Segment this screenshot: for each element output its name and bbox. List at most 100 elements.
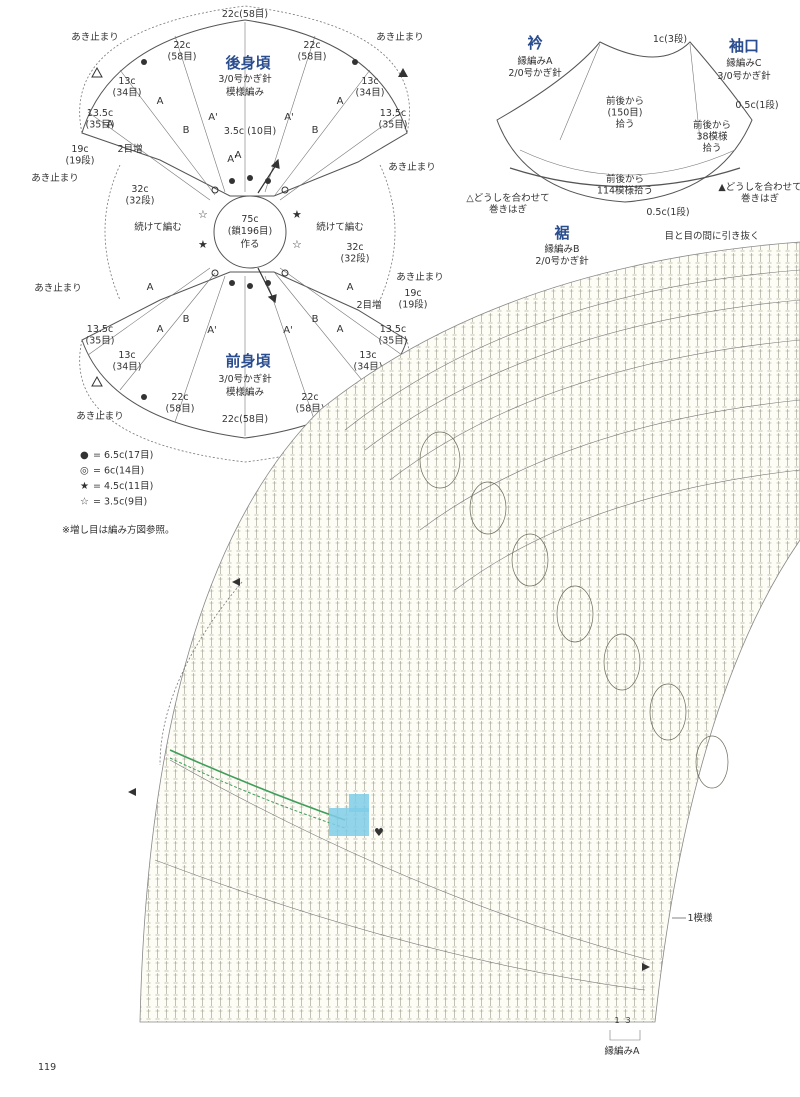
cuff-hook: 3/0号かぎ針 [717,70,771,82]
front-arc-bottom: 22c(58目) [222,414,268,425]
collar-title: 衿 [527,34,542,52]
front-hook: 3/0号かぎ針 [218,373,272,385]
legend-symbol-icon: ● [80,450,89,461]
back-panel-lines [87,22,403,201]
svg-text:A': A' [283,325,293,336]
increase-note: ※増し目は編み方図参照。 [62,524,174,536]
join-right: ▲どうしを合わせて巻きはぎ [718,181,800,205]
front-stitch: 模様編み [226,386,264,398]
legend-text: = 6.5c(17目) [93,450,153,461]
back-seg-13-left: 13c(34目) [112,76,141,99]
svg-text:B: B [183,125,190,136]
front-stop-left: あき止まり [34,282,82,294]
stitch-chart: ♥ 目と目の間に引き抜く 1模様 1 3 縁編みA [128,230,800,1057]
collar-half-1: 0.5c(1段) [735,99,778,111]
front-seg-22-right: 22c(58目) [295,392,324,415]
back-stop-tl: あき止まり [71,31,119,43]
one-repeat-label: 1模様 [687,912,713,924]
back-seg-22-left: 22c(58目) [167,40,196,63]
back-panel-shape [81,19,408,197]
star-filled-right: ★ [292,208,302,221]
star-filled-left: ★ [198,238,208,251]
front-panel-lines [87,267,403,436]
back-stop-tr: あき止まり [376,31,424,43]
back-center-35: 3.5c (10目) [224,126,276,137]
highlight-block-top [349,794,369,812]
pattern-region-letters: A A B A' A' B A A A' A A B A' A' B A A [107,96,354,336]
collar-150: 前後から(150目)拾う [606,95,644,130]
front-title: 前身頃 [225,352,271,370]
collar-hook: 2/0号かぎ針 [508,67,562,79]
hem-hook: 2/0号かぎ針 [535,255,589,267]
collar-edge: 縁編みA [518,55,554,67]
center-line1: 75c [241,214,258,225]
front-seg-135-left: 13.5c(35目) [85,324,114,347]
back-arc-top: 22c(58目) [222,9,268,20]
collar-half-2: 0.5c(1段) [646,206,689,218]
star-open-left: ☆ [198,208,208,221]
collar-panel [496,41,753,203]
svg-text:A: A [107,119,114,130]
hem-title: 裾 [554,224,569,242]
front-continue: 続けて編む [316,221,364,233]
chart-rows [154,269,800,991]
svg-text:A: A [337,96,344,107]
back-stop-left: あき止まり [31,172,79,184]
pull-note: 目と目の間に引き抜く [664,230,759,242]
cuff-title: 袖口 [729,37,759,55]
center-line3: 作る [240,238,259,250]
heart-mark: ♥ [374,826,384,839]
neck-opening [213,195,287,269]
svg-text:A: A [337,324,344,335]
svg-text:B: B [312,314,319,325]
chart-fan [139,241,800,1023]
svg-text:A: A [235,150,242,161]
back-hook: 3/0号かぎ針 [218,73,272,85]
pineapple-motifs [419,431,729,789]
legend-text: = 3.5c(9目) [93,497,147,508]
count-3: 3 [625,1016,630,1025]
page-number: 119 [38,1062,56,1073]
legend: ●= 6.5c(17目)◎= 6c(14目)★= 4.5c(11目)☆= 3.5… [80,450,153,508]
svg-text:A': A' [284,112,294,123]
legend-symbol-icon: ☆ [80,497,89,508]
svg-text:A: A [147,282,154,293]
front-panel-shape [81,271,408,439]
back-stitch: 模様編み [226,86,264,98]
svg-text:A: A [347,282,354,293]
back-seg-22-right: 22c(58目) [297,40,326,63]
svg-text:A': A' [208,112,218,123]
front-seg-22-left: 22c(58目) [165,392,194,415]
back-seg-19: 19c(19段) [65,144,94,167]
edge-arrow-3 [642,963,650,971]
front-seg-32: 32c(32段) [340,242,369,265]
legend-symbol-icon: ★ [80,481,89,492]
center-line2: (鎖196目) [228,225,273,237]
legend-text: = 4.5c(11目) [93,481,153,492]
back-seg-135-right: 13.5c(35目) [378,108,407,131]
collar-hem-diagram: 衿 縁編みA 2/0号かぎ針 袖口 縁編みC 3/0号かぎ針 1c(3段) 0.… [466,33,800,267]
svg-text:B: B [183,314,190,325]
back-seg-135-left: 13.5c(35目) [85,108,114,131]
svg-text:A: A [157,324,164,335]
front-seg-19: 19c(19段) [398,288,427,311]
star-open-right: ☆ [292,238,302,251]
count-1: 1 [614,1016,619,1025]
back-stop-right: あき止まり [388,161,436,173]
back-seg-32: 32c(32段) [125,184,154,207]
body-diagram: 後身頃 3/0号かぎ針 模様編み 22c(58目) 3.5c (10目) 前身頃… [31,5,444,463]
join-left: △どうしを合わせて巻きはぎ [466,192,549,216]
front-seg-13-left: 13c(34目) [112,350,141,373]
green-row-2 [169,757,346,829]
front-stop-right: あき止まり [396,271,444,283]
svg-text:A: A [157,96,164,107]
legend-symbol-icon: ◎ [80,466,89,477]
back-increase: 2目増 [117,143,142,155]
back-continue: 続けて編む [134,221,182,233]
hem-edge [509,167,741,188]
front-increase: 2目増 [356,299,381,311]
